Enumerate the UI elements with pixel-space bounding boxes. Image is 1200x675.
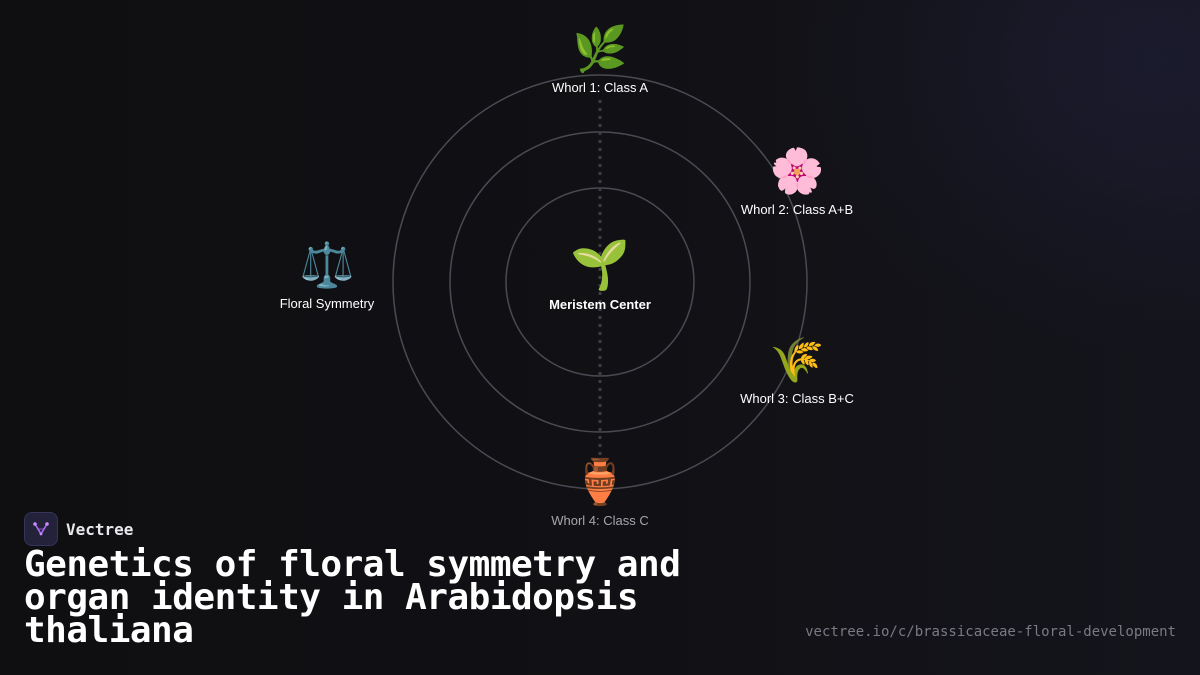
meristem-center-node: 🌱 Meristem Center bbox=[549, 241, 651, 312]
brand-name: Vectree bbox=[66, 519, 134, 539]
page-title: Genetics of floral symmetry and organ id… bbox=[24, 544, 681, 651]
rice-sheaf-icon: 🌾 bbox=[769, 335, 825, 386]
source-url[interactable]: vectree.io/c/brassicaceae-floral-develop… bbox=[805, 624, 1176, 640]
floral-symmetry-label: Floral Symmetry bbox=[279, 296, 375, 311]
meristem-center-label: Meristem Center bbox=[549, 297, 651, 312]
vectree-logo-icon bbox=[24, 512, 58, 546]
whorl-1-node: 🌿 Whorl 1: Class A bbox=[551, 24, 649, 96]
amphora-icon: 🏺 bbox=[572, 457, 628, 508]
whorl-3-node: 🌾 Whorl 3: Class B+C bbox=[740, 335, 854, 407]
floral-symmetry-node: ⚖️ Floral Symmetry bbox=[279, 240, 375, 312]
whorl-2-node: 🌸 Whorl 2: Class A+B bbox=[740, 146, 854, 218]
outer-ring bbox=[392, 74, 808, 490]
whorl-2-label: Whorl 2: Class A+B bbox=[740, 202, 854, 217]
whorl-4-label: Whorl 4: Class C bbox=[551, 513, 649, 528]
whorl-3-label: Whorl 3: Class B+C bbox=[740, 391, 854, 406]
whorl-4-node: 🏺 Whorl 4: Class C bbox=[551, 457, 649, 529]
brand[interactable]: Vectree bbox=[24, 512, 133, 546]
balance-scale-icon: ⚖️ bbox=[299, 240, 355, 291]
herb-icon: 🌿 bbox=[572, 24, 628, 75]
cherry-blossom-icon: 🌸 bbox=[769, 146, 825, 197]
whorl-1-label: Whorl 1: Class A bbox=[551, 80, 649, 95]
seedling-icon: 🌱 bbox=[570, 237, 630, 293]
